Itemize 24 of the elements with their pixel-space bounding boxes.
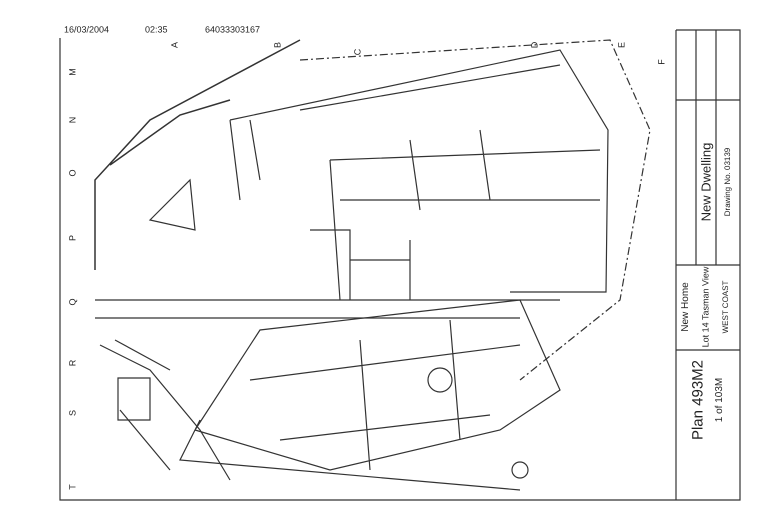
grid-letter: F	[658, 59, 666, 65]
grid-letter: R	[68, 360, 78, 366]
fax-header-date: 16/03/2004	[64, 26, 110, 34]
fax-header-time: 02:35	[145, 26, 168, 34]
plan-number: Plan 493M2	[690, 360, 706, 440]
region-label: WEST COAST	[722, 280, 730, 334]
title-block-text: New Dwelling	[700, 142, 712, 222]
lot-address: Lot 14 Tasman View	[702, 266, 710, 348]
project-title: New Home	[681, 282, 691, 332]
plan-sheet-number: 1 of 103M	[715, 378, 725, 422]
grid-letter: M	[68, 68, 78, 76]
grid-letter: P	[68, 235, 78, 241]
grid-letter: B	[274, 42, 282, 48]
drawing-number: Drawing No. 03139	[724, 148, 732, 216]
grid-letter: S	[68, 410, 78, 416]
grid-letter: D	[530, 42, 540, 48]
grid-letter: O	[68, 170, 78, 176]
grid-letter: N	[68, 116, 78, 124]
fax-header-number: 64033303167	[205, 26, 260, 34]
grid-letter: T	[68, 484, 78, 490]
grid-letter: C	[354, 48, 362, 56]
grid-letter: E	[618, 42, 626, 48]
grid-letter: A	[170, 42, 180, 48]
grid-letter: Q	[68, 298, 78, 306]
